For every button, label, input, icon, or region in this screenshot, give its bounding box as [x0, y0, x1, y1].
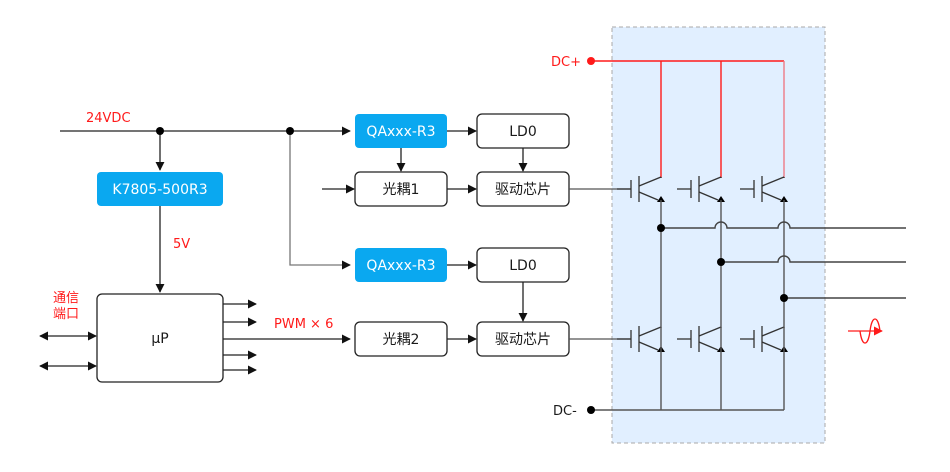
dc-minus-terminal[interactable] [587, 406, 595, 414]
driver-label: 驱动芯片 [495, 182, 551, 198]
supply-label: 24VDC [86, 111, 131, 126]
upper-igbt-1 [617, 176, 665, 202]
dc-plus-bus [591, 60, 785, 178]
five-volt-label: 5V [173, 237, 190, 252]
phase-v-node [717, 258, 725, 266]
dcdc-label: QAxxx-R3 [366, 258, 435, 274]
regulator-label: K7805-500R3 [112, 182, 207, 198]
optocoupler-label: 光耦2 [383, 332, 420, 348]
pwm-output-wires [223, 299, 351, 375]
regulator-block[interactable]: K7805-500R3 [97, 172, 223, 206]
supply-bus [60, 126, 351, 270]
upper-igbt-2 [677, 176, 725, 202]
collector [638, 176, 662, 187]
emitter [698, 191, 719, 201]
driver-label: 驱动芯片 [495, 332, 551, 348]
igbt-bridge [617, 176, 788, 352]
driver-block-2[interactable]: 驱动芯片 [476, 321, 570, 357]
driver-block-1[interactable]: 驱动芯片 [476, 171, 570, 207]
dc-minus-label: DC- [553, 404, 577, 419]
junction-dot [156, 127, 164, 135]
collector [698, 176, 722, 187]
mcu-block[interactable]: μP [96, 293, 224, 383]
collector [761, 176, 785, 187]
comm-port-wires [39, 331, 97, 371]
ldo-block-2[interactable]: LD0 [476, 247, 570, 283]
optocoupler-block-2[interactable]: 光耦2 [354, 321, 448, 357]
dcdc-block-2[interactable]: QAxxx-R3 [355, 248, 447, 282]
dcdc-block-1[interactable]: QAxxx-R3 [355, 114, 447, 148]
emitter-arrow [717, 196, 725, 202]
emitter-arrow [780, 196, 788, 202]
emitter [761, 341, 782, 351]
ldo-label: LD0 [509, 124, 537, 140]
emitter [698, 341, 719, 351]
emitter [638, 341, 659, 351]
phase-u-node [657, 224, 665, 232]
dcdc-label: QAxxx-R3 [366, 124, 435, 140]
upper-igbt-3 [740, 176, 788, 202]
emitter [761, 191, 782, 201]
optocoupler-block-1[interactable]: 光耦1 [354, 171, 448, 207]
collector [761, 326, 785, 337]
mcu-label: μP [151, 331, 168, 347]
pwm-label: PWM × 6 [274, 317, 333, 332]
optocoupler-label: 光耦1 [383, 182, 420, 198]
ldo-label: LD0 [509, 258, 537, 274]
emitter [638, 191, 659, 201]
phase-w-node [780, 294, 788, 302]
lower-igbt-3 [740, 326, 788, 352]
collector [638, 326, 662, 337]
power-stage-panel [611, 26, 826, 444]
lower-igbt-2 [677, 326, 725, 352]
phase-wires [591, 200, 906, 411]
comm-port-label: 端口 [53, 307, 79, 322]
junction-dot [286, 127, 294, 135]
dc-plus-label: DC+ [551, 55, 581, 70]
sine-wave-arrow-icon [848, 318, 883, 344]
ldo-block-1[interactable]: LD0 [476, 113, 570, 149]
comm-port-label: 通信 [53, 291, 79, 306]
emitter-arrow [657, 196, 665, 202]
collector [698, 326, 722, 337]
